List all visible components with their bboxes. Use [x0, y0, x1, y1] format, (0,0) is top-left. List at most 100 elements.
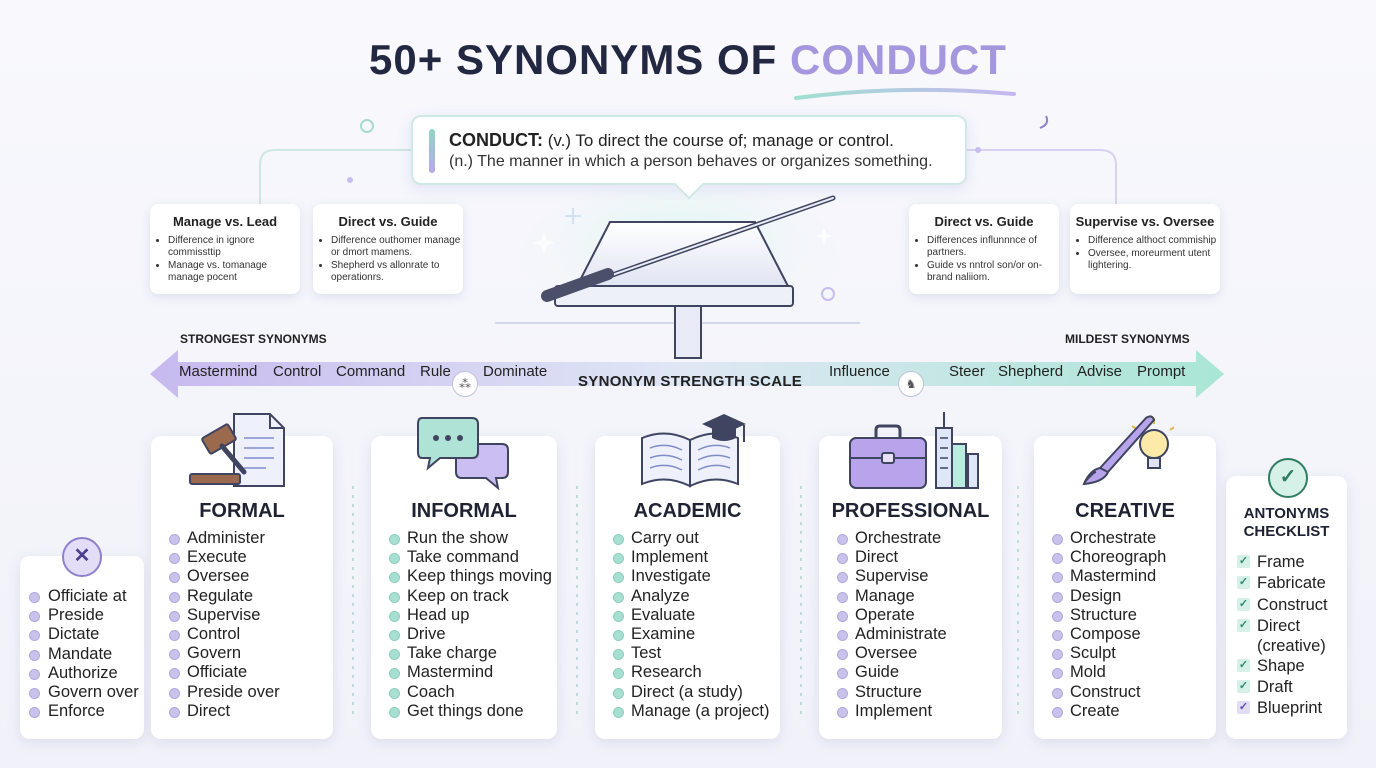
category-card-creative: CREATIVE Orchestrate Choreograph Masterm…	[1034, 436, 1216, 739]
comparison-card-direct-guide-2: Direct vs. Guide Differences influnnnce …	[909, 204, 1059, 294]
separator	[352, 486, 354, 716]
comparison-item: Difference outhomer manage or dmort mame…	[331, 235, 463, 259]
list-item: Examine	[613, 625, 770, 644]
list-item: Oversee	[169, 567, 280, 586]
list-item: Preside	[29, 606, 139, 625]
checklist-item-text-cont: (creative)	[1257, 636, 1326, 655]
list-item: Manage (a project)	[613, 702, 770, 721]
podium-baton-illustration	[495, 190, 860, 359]
scale-word: Influence	[829, 363, 890, 380]
list-item: Get things done	[389, 702, 552, 721]
list-item: Carry out	[613, 529, 770, 548]
list-item: Officiate at	[29, 587, 139, 606]
list-item: Authorize	[29, 664, 139, 683]
gavel-document-icon	[189, 413, 285, 487]
list-item: Head up	[389, 606, 552, 625]
category-title: ACADEMIC	[633, 500, 742, 522]
category-title: CREATIVE	[1075, 500, 1175, 522]
list-item: Direct (a study)	[613, 683, 770, 702]
list-item: Drive	[389, 625, 552, 644]
comparison-item: Shepherd vs allonrate to operationrs.	[331, 260, 463, 284]
antonyms-title-line-2: CHECKLIST	[1243, 523, 1330, 540]
close-x-icon: ✕	[62, 537, 102, 577]
title-highlight: CONDUCT	[789, 36, 1007, 83]
scale-word: Prompt	[1137, 363, 1186, 380]
list-item: Investigate	[613, 567, 770, 586]
list-item: Mastermind	[389, 663, 552, 682]
list-item: Run the show	[389, 529, 552, 548]
list-item: Keep things moving	[389, 567, 552, 586]
separator	[1017, 486, 1019, 716]
list-item: Supervise	[169, 606, 280, 625]
checklist-item: Shape	[1237, 656, 1328, 677]
category-title: PROFESSIONAL	[831, 500, 990, 522]
list-item: Control	[169, 625, 280, 644]
list-item: Dictate	[29, 625, 139, 644]
list-item: Mold	[1052, 663, 1166, 682]
list-item: Mandate	[29, 645, 139, 664]
list-item: Oversee	[837, 644, 947, 663]
checklist-item: Fabricate	[1237, 573, 1328, 594]
comparison-title: Direct vs. Guide	[934, 214, 1034, 229]
comparison-item: Differences influnnnce of partners.	[927, 235, 1059, 259]
list-item: Manage	[837, 587, 947, 606]
briefcase-city-icon	[849, 412, 979, 489]
mildest-label: MILDEST SYNONYMS	[1065, 332, 1190, 346]
definition-noun: (n.) The manner in which a person behave…	[449, 153, 933, 170]
shepherd-dog-icon: ♞	[898, 371, 924, 397]
comparison-item: Difference althoct commiship	[1088, 235, 1220, 247]
comparison-item: Guide vs nntrol son/or on-brand naliiom.	[927, 260, 1059, 284]
title-underline	[794, 87, 1016, 100]
definition-word: CONDUCT:	[449, 130, 543, 150]
book-graduation-cap-icon	[641, 414, 746, 488]
paintbrush-lightbulb-icon	[1082, 415, 1174, 486]
list-item: Evaluate	[613, 606, 770, 625]
list-item: Research	[613, 663, 770, 682]
checklist-item: Blueprint	[1237, 698, 1328, 719]
list-item: Implement	[613, 548, 770, 567]
list-item: Preside over	[169, 683, 280, 702]
list-item: Administrate	[837, 625, 947, 644]
comparison-item: Difference in ignore commissttip	[168, 235, 300, 259]
checklist-item-direct-creative: Direct(creative)	[1237, 616, 1328, 656]
comparison-item: Oversee, moreurment utent lightering.	[1088, 248, 1220, 272]
category-title: FORMAL	[199, 500, 285, 522]
chat-bubbles-icon	[417, 417, 509, 490]
definition-verb: (v.) To direct the course of; manage or …	[543, 131, 894, 150]
list-item: Operate	[837, 606, 947, 625]
list-item: Take charge	[389, 644, 552, 663]
checkmark-icon: ✓	[1268, 458, 1308, 498]
list-item: Test	[613, 644, 770, 663]
list-item: Supervise	[837, 567, 947, 586]
list-item: Structure	[837, 683, 947, 702]
page-title: 50+ SYNONYMS OF CONDUCT	[0, 36, 1376, 84]
list-item: Execute	[169, 548, 280, 567]
list-item: Enforce	[29, 702, 139, 721]
checklist-item: Construct	[1237, 595, 1328, 616]
scale-word: Dominate	[483, 363, 548, 380]
extra-synonyms-box: Officiate at Preside Dictate Mandate Aut…	[20, 556, 144, 739]
comparison-card-manage-lead: Manage vs. Lead Difference in ignore com…	[150, 204, 300, 294]
checklist-item: Draft	[1237, 677, 1328, 698]
antonyms-title-line-1: ANTONYMS	[1243, 505, 1330, 522]
strongest-label: STRONGEST SYNONYMS	[180, 332, 327, 346]
list-item: Regulate	[169, 587, 280, 606]
comparison-title: Direct vs. Guide	[338, 214, 438, 229]
scale-word: Control	[273, 363, 322, 380]
definition-box: CONDUCT: (v.) To direct the course of; m…	[411, 115, 967, 200]
category-card-academic: ACADEMIC Carry out Implement Investigate…	[595, 436, 780, 739]
list-item: Structure	[1052, 606, 1166, 625]
list-item: Create	[1052, 702, 1166, 721]
separator	[800, 486, 802, 716]
scale-title: SYNONYM STRENGTH SCALE	[578, 373, 803, 390]
list-item: Take command	[389, 548, 552, 567]
category-card-informal: INFORMAL Run the show Take command Keep …	[371, 436, 557, 739]
list-item: Analyze	[613, 587, 770, 606]
comparison-title: Manage vs. Lead	[172, 214, 278, 229]
comparison-card-supervise-oversee: Supervise vs. Oversee Difference althoct…	[1070, 204, 1220, 294]
list-item: Keep on track	[389, 587, 552, 606]
comparison-item: Manage vs. tomanage manage pocent	[168, 260, 300, 284]
list-item: Direct	[837, 548, 947, 567]
list-item: Govern	[169, 644, 280, 663]
